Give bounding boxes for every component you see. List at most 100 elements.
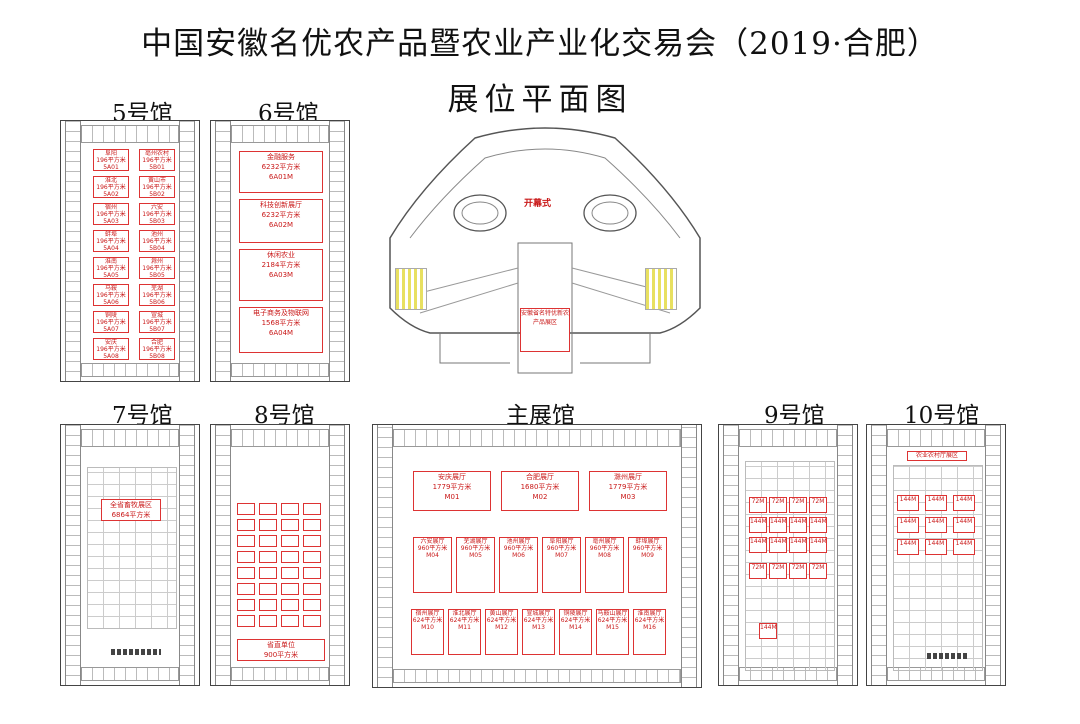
hall-5-booth-line-0: 铜陵 xyxy=(104,312,117,319)
hall-9-booth: 72M xyxy=(749,563,767,579)
main-hall-booth-line-1: 960平方米 xyxy=(503,545,534,552)
hall-9-booth-line-0: 72M xyxy=(791,564,805,571)
hall-8-small-booth xyxy=(281,567,299,579)
hall-8-right-wall xyxy=(329,425,345,685)
hall-5-booth-line-1: 196平方米 xyxy=(142,265,172,272)
main-hall-booth-line-1: 624平方米 xyxy=(634,617,665,624)
main-hall-booth-line-2: M13 xyxy=(532,624,545,631)
hall-5-booth-line-1: 196平方米 xyxy=(142,292,172,299)
hall-7-right-wall xyxy=(179,425,195,685)
hall-6-booth-line-2: 6A02M xyxy=(268,221,294,229)
hall-9-booth: 144M xyxy=(789,517,807,533)
hall-9-booth-line-0: 144M xyxy=(770,538,787,545)
hall-8-small-booth xyxy=(259,551,277,563)
main-hall-booth-line-2: M05 xyxy=(469,552,482,559)
main-hall-right-wall xyxy=(681,425,697,687)
hall-9-booth: 144M xyxy=(769,537,787,553)
hall-10-right-wall xyxy=(985,425,1001,685)
hall-5-right-wall xyxy=(179,121,195,381)
hall-6-booth-line-1: 6232平方米 xyxy=(261,163,301,171)
hall-5-booth-line-0: 黄山市 xyxy=(147,177,166,184)
hall-8-small-booth xyxy=(259,567,277,579)
hall-6-booth-line-2: 6A01M xyxy=(268,173,294,181)
yellow-seating-left xyxy=(395,268,427,310)
hall-8-small-booth xyxy=(281,599,299,611)
hall-8-small-booth xyxy=(259,519,277,531)
main-hall-booth-line-0: 安庆展厅 xyxy=(438,473,466,481)
main-hall-booth-line-0: 蚌埠展厅 xyxy=(635,538,660,545)
hall-7: 全省畜牧展区6864平方米7A01M xyxy=(60,424,200,686)
hall-10-booth-line-0: 144M xyxy=(927,518,945,525)
hall-8-small-booth xyxy=(303,583,321,595)
hall-5-booth-line-2: 5A03 xyxy=(103,218,119,225)
hall-9-right-wall xyxy=(837,425,853,685)
hall-8-small-booth xyxy=(281,551,299,563)
hall-6-booth-line-0: 金融服务 xyxy=(267,153,295,161)
center-exhibit-area: 安徽省名特优新农产品展区 xyxy=(520,308,570,352)
main-hall-booth-line-0: 马鞍山展厅 xyxy=(597,610,628,617)
hall-7-booth-line-1: 6864平方米 xyxy=(111,511,151,519)
hall-8-bottom-wall xyxy=(231,667,329,681)
center-exhibit-label: 安徽省名特优新农产品展区 xyxy=(521,310,570,326)
hall-9-booth-line-0: 144M xyxy=(810,518,827,525)
hall-9-booth: 144M xyxy=(769,517,787,533)
hall-6-left-wall xyxy=(215,121,231,381)
hall-8-left-wall xyxy=(215,425,231,685)
hall-5-booth-line-1: 196平方米 xyxy=(142,211,172,218)
hall-9-booth-line-0: 72M xyxy=(811,498,825,505)
hall-5-booth-line-2: 5B04 xyxy=(149,245,165,252)
hall-8-small-booth xyxy=(237,503,255,515)
hall-6-booth-line-0: 电子商务及物联网 xyxy=(253,309,309,317)
hall-7-stall-grid xyxy=(87,467,177,629)
main-hall-booth-line-2: M15 xyxy=(606,624,619,631)
main-hall-booth-line-2: M02 xyxy=(532,493,548,501)
hall-5-booth-line-0: 阜阳 xyxy=(104,150,117,157)
main-hall-booth-line-1: 960平方米 xyxy=(460,545,491,552)
hall-8-small-booth xyxy=(281,535,299,547)
opening-ceremony-label: 开幕式 xyxy=(524,199,552,209)
main-hall-booth-line-0: 淮南展厅 xyxy=(637,610,662,617)
main-hall-booth-line-2: M03 xyxy=(620,493,636,501)
hall-10-stall-strip xyxy=(927,653,967,659)
main-hall-booth-line-1: 1779平方米 xyxy=(432,483,472,491)
hall-8-small-booth xyxy=(259,535,277,547)
hall-10-booth: 144M xyxy=(953,495,975,511)
hall-5-booth-line-2: 5A04 xyxy=(103,245,119,252)
hall-8-small-booth xyxy=(281,615,299,627)
hall-9-booth: 144M xyxy=(789,537,807,553)
hall-5-booth-line-2: 5B06 xyxy=(149,299,165,306)
main-hall-booth-line-2: M16 xyxy=(643,624,656,631)
main-hall-booth-line-1: 624平方米 xyxy=(449,617,480,624)
main-hall-booth-line-2: M10 xyxy=(421,624,434,631)
hall-8-booth-line-1: 900平方米 xyxy=(263,651,299,659)
main-hall-booth-line-2: M14 xyxy=(569,624,582,631)
hall-9-booth: 144M xyxy=(809,537,827,553)
hall-6-top-wall xyxy=(231,125,329,143)
hall-5-booth-line-0: 宿州 xyxy=(104,204,117,211)
hall-8-small-booth xyxy=(303,567,321,579)
hall-8-small-booth xyxy=(237,519,255,531)
hall-9-booth-line-0: 72M xyxy=(771,564,785,571)
hall-10-booth-line-0: 144M xyxy=(927,540,945,547)
main-hall-booth-line-0: 阜阳展厅 xyxy=(549,538,574,545)
main-hall-booth-line-0: 宿州展厅 xyxy=(415,610,440,617)
main-hall-booth-line-2: M11 xyxy=(458,624,471,631)
hall-6-booth-line-2: 6A03M xyxy=(268,271,294,279)
hall-8-booth-line-2: 8A01M xyxy=(238,660,324,661)
hall-7-booth: 全省畜牧展区6864平方米7A01M xyxy=(101,499,161,521)
hall-10-booth-line-0: 144M xyxy=(927,496,945,503)
hall-9-booth-line-0: 144M xyxy=(770,518,787,525)
hall-5-left-wall xyxy=(65,121,81,381)
main-hall-booth-line-0: 亳州展厅 xyxy=(592,538,617,545)
hall-8-booth-line-0: 省直单位 xyxy=(267,641,295,649)
